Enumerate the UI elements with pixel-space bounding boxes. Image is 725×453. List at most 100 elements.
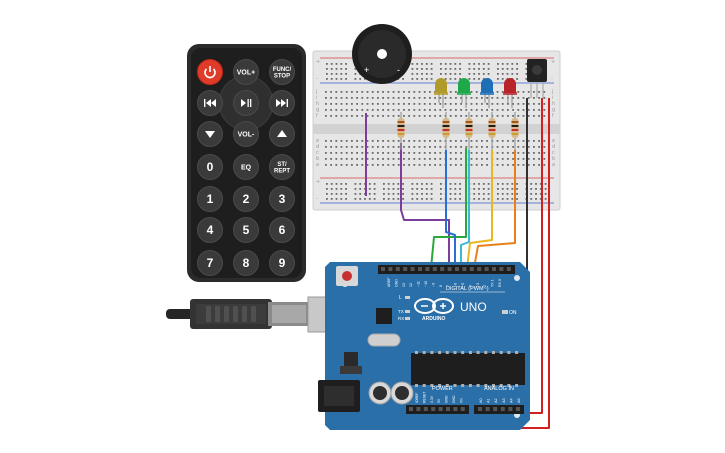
digital-pin-label: 8 (439, 285, 443, 287)
power-pin-label: 3.3V (430, 395, 434, 403)
remote-key-vol-up[interactable]: VOL+ (233, 59, 259, 85)
power-pin-label: GND (452, 395, 456, 403)
remote-key-k0[interactable]: 0 (197, 154, 223, 180)
remote-key-k4[interactable]: 4 (197, 217, 223, 243)
resistor (442, 112, 450, 150)
row-letter: b (316, 156, 319, 162)
ir-receiver (527, 59, 547, 98)
row-letter: a (316, 162, 319, 168)
power-pin-label: 5V (437, 398, 441, 403)
wire-blue (445, 150, 456, 268)
digital-pin-label: AREF (387, 277, 391, 287)
rail-minus-label-right: - (551, 76, 553, 82)
row-letter: d (552, 144, 555, 150)
remote-key-k8[interactable]: 8 (233, 250, 259, 276)
arduino-logo (414, 298, 454, 314)
remote-key-k3[interactable]: 3 (269, 186, 295, 212)
digital-pin-label: 12 (409, 283, 413, 287)
analog-pin-label: A5 (517, 398, 521, 403)
remote-key-k9[interactable]: 9 (269, 250, 295, 276)
row-letter: b (552, 156, 555, 162)
digital-pin-label: ~5 (461, 283, 465, 287)
digital-pin-label: 7 (446, 285, 450, 287)
remote-key-k2[interactable]: 2 (233, 186, 259, 212)
key-label: 6 (279, 223, 286, 237)
rail-plus-label-right: + (551, 59, 555, 65)
key-label: FUNC/STOP (273, 67, 292, 80)
power-pin-label: Vin (459, 398, 463, 403)
remote-key-play-pause[interactable] (233, 90, 259, 116)
digital-pin-label: ~10 (424, 281, 428, 287)
remote-key-down[interactable] (197, 121, 223, 147)
key-label: 9 (279, 256, 286, 270)
wire-yellow (466, 150, 493, 269)
digital-pin-label: 2 (483, 285, 487, 287)
skip-back-icon (204, 99, 216, 107)
analog-pin-label: A1 (487, 398, 491, 403)
remote-key-func-stop[interactable]: FUNC/STOP (269, 59, 295, 85)
remote-key-power[interactable] (197, 59, 223, 85)
on-label: ON (509, 310, 517, 316)
row-letter: e (552, 138, 555, 144)
resistor (397, 112, 405, 150)
key-label: ST/REPT (274, 162, 290, 175)
brand-label: ARDUINO (422, 316, 445, 322)
power-pin-label: IOREF (415, 393, 419, 403)
remote-key-eq[interactable]: EQ (233, 154, 259, 180)
remote-key-prev[interactable] (197, 90, 223, 116)
row-letter: h (552, 101, 555, 107)
resistor (465, 112, 473, 150)
wire-cyan (460, 150, 470, 268)
buzzer-plus-label: + (364, 65, 369, 75)
model-label: UNO (460, 300, 487, 314)
remote-key-k1[interactable]: 1 (197, 186, 223, 212)
analog-pin-label: A0 (479, 398, 483, 403)
resistor-group (397, 112, 519, 150)
remote-key-k5[interactable]: 5 (233, 217, 259, 243)
key-label: 7 (207, 256, 214, 270)
ir-remote: VOL+ FUNC/STOP VOL- 0 EQ ST/REPT 1 2 3 4 5 6 7 8 9 (187, 44, 306, 282)
key-label: VOL- (238, 131, 255, 138)
rail-plus-label-bottom: + (316, 179, 320, 185)
digital-pin-label: TX 1 (491, 279, 495, 287)
remote-key-k6[interactable]: 6 (269, 217, 295, 243)
power-label: POWER (432, 386, 453, 392)
analog-pin-label: A4 (509, 398, 513, 403)
triangle-down-icon (205, 131, 215, 138)
led-green (457, 78, 471, 108)
key-label: VOL+ (237, 69, 255, 76)
row-letter: i (316, 95, 317, 101)
l-label: L (399, 295, 402, 301)
key-label: 0 (207, 160, 214, 174)
remote-key-up[interactable] (269, 121, 295, 147)
remote-key-vol-down[interactable]: VOL- (233, 121, 259, 147)
led-yellow (434, 78, 448, 108)
play-pause-icon (241, 99, 252, 107)
usb-cable (166, 296, 349, 333)
remote-key-st-rept[interactable]: ST/REPT (269, 154, 295, 180)
row-letter: j (315, 89, 317, 95)
rx-label: RX (398, 316, 404, 321)
analog-pin-label: A3 (502, 398, 506, 403)
row-letter: c (316, 150, 319, 156)
remote-key-k7[interactable]: 7 (197, 250, 223, 276)
power-pin-label: GND (445, 395, 449, 403)
skip-forward-icon (276, 99, 288, 107)
digital-pin-label: RX 0 (498, 279, 502, 287)
row-letter: d (316, 144, 319, 150)
row-letter: i (552, 95, 553, 101)
key-label: EQ (241, 164, 252, 171)
digital-pin-label: 4 (468, 285, 472, 287)
power-icon (204, 66, 216, 79)
led-blue (480, 78, 494, 108)
key-label: 5 (243, 223, 250, 237)
key-label: 2 (243, 192, 250, 206)
row-letter: e (316, 138, 319, 144)
row-letter: g (552, 107, 555, 113)
remote-key-next[interactable] (269, 90, 295, 116)
rail-plus-label: + (316, 59, 320, 65)
resistor (511, 112, 519, 150)
digital-pin-label: ~3 (476, 283, 480, 287)
